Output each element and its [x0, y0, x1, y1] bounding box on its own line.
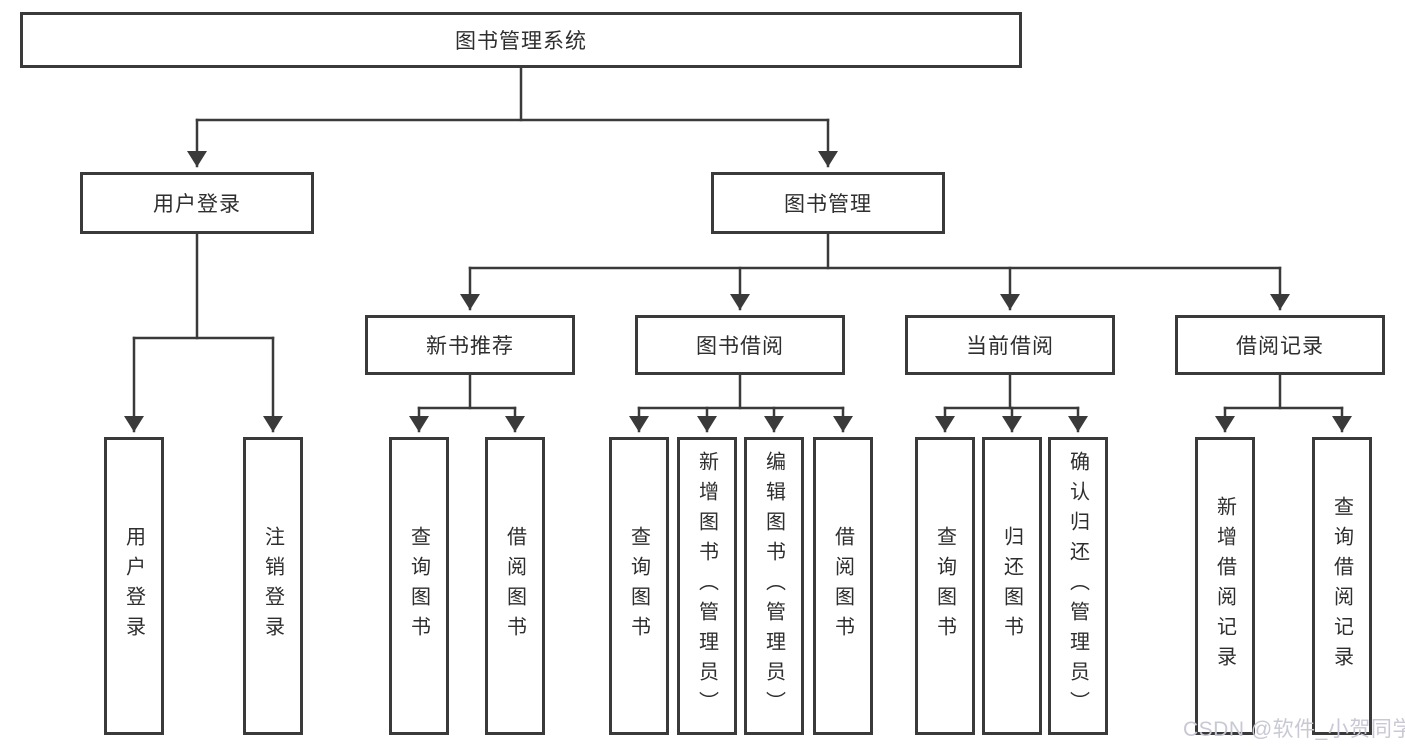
leaf-add-books-admin: 新增图书（管理员） [677, 437, 737, 735]
node-label: 用户登录 [122, 526, 145, 646]
node-current-borrow: 当前借阅 [905, 315, 1115, 375]
node-label: 查询图书 [627, 526, 650, 646]
node-label: 查询图书 [407, 526, 430, 646]
node-label: 图书管理系统 [455, 30, 587, 53]
node-label: 借阅记录 [1236, 335, 1324, 358]
leaf-query-borrow-record: 查询借阅记录 [1312, 437, 1372, 735]
leaf-borrow-books: 借阅图书 [813, 437, 873, 735]
node-new-book-recommend: 新书推荐 [365, 315, 575, 375]
node-label: 当前借阅 [966, 335, 1054, 358]
node-borrow-record: 借阅记录 [1175, 315, 1385, 375]
node-label: 归还图书 [1000, 526, 1023, 646]
node-label: 确认归还（管理员） [1066, 451, 1089, 721]
leaf-return-books: 归还图书 [982, 437, 1042, 735]
csdn-watermark: CSDN @软件_小贺同学 [1183, 718, 1405, 741]
node-book-management: 图书管理 [711, 172, 945, 234]
node-library-management-system: 图书管理系统 [20, 12, 1022, 68]
leaf-confirm-return-admin: 确认归还（管理员） [1048, 437, 1108, 735]
node-label: 新增图书（管理员） [695, 451, 718, 721]
leaf-user-login: 用户登录 [104, 437, 164, 735]
node-label: 新书推荐 [426, 335, 514, 358]
leaf-query-books-current: 查询图书 [915, 437, 975, 735]
node-label: 查询图书 [933, 526, 956, 646]
leaf-add-borrow-record: 新增借阅记录 [1195, 437, 1255, 735]
leaf-query-books-recommend: 查询图书 [389, 437, 449, 735]
node-label: 借阅图书 [503, 526, 526, 646]
leaf-edit-books-admin: 编辑图书（管理员） [744, 437, 804, 735]
node-label: 新增借阅记录 [1213, 496, 1236, 676]
node-label: 查询借阅记录 [1330, 496, 1353, 676]
leaf-logout: 注销登录 [243, 437, 303, 735]
node-book-borrow: 图书借阅 [635, 315, 845, 375]
node-user-login: 用户登录 [80, 172, 314, 234]
node-label: 注销登录 [261, 526, 284, 646]
leaf-query-books-borrow: 查询图书 [609, 437, 669, 735]
node-label: 借阅图书 [831, 526, 854, 646]
node-label: 用户登录 [153, 193, 241, 216]
leaf-borrow-books-recommend: 借阅图书 [485, 437, 545, 735]
node-label: 图书管理 [784, 193, 872, 216]
node-label: 编辑图书（管理员） [762, 451, 785, 721]
node-label: 图书借阅 [696, 335, 784, 358]
